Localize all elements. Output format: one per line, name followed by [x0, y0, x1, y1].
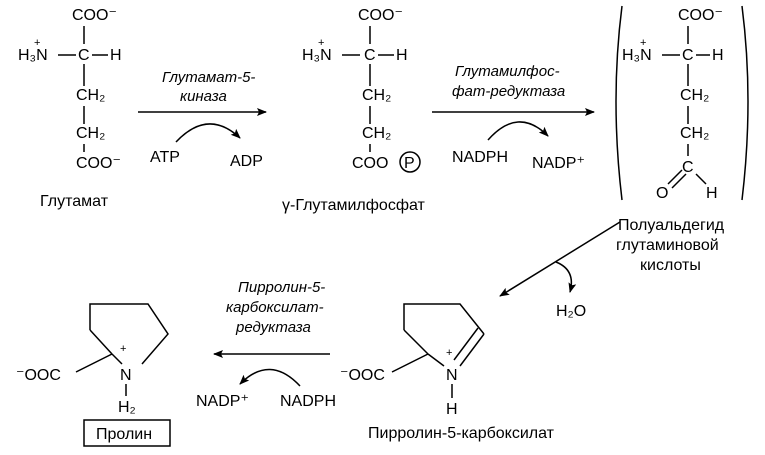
- atom-c: C: [364, 47, 376, 64]
- enzyme-label-line3: редуктаза: [235, 319, 311, 336]
- phosphate-circle: [399, 151, 421, 173]
- atom-occ-minus: ⁻OOC: [16, 367, 61, 384]
- cofactor-nadph: NADPH: [280, 393, 336, 410]
- glutamate-structure: COO⁻ + H₃N C H CH₂ CH₂ COO⁻ Глутамат: [18, 7, 122, 210]
- enzyme-label-line2: фат-редуктаза: [452, 83, 565, 100]
- cofactor-atp: ATP: [150, 149, 180, 166]
- glutamyl-phosphate-structure: COO⁻ + H₃N C H CH₂ CH₂ COO P γ-Глутамилф…: [282, 7, 426, 214]
- left-bracket: [615, 5, 623, 201]
- atom-ch2: CH₂: [76, 87, 105, 104]
- cofactor-nadph: NADPH: [452, 149, 508, 166]
- atom-h3n: H₃N: [18, 47, 48, 64]
- atom-c: C: [78, 47, 90, 64]
- atom-h3n: H₃N: [302, 47, 332, 64]
- cofactor-adp: ADP: [230, 153, 263, 170]
- atom-n: N: [120, 367, 132, 384]
- atom-plus-sign: +: [318, 37, 324, 49]
- atom-plus-sign: +: [446, 347, 452, 359]
- atom-ch2: CH₂: [76, 125, 105, 142]
- cofactor-arrow-2: [487, 121, 549, 141]
- atom-n: N: [446, 367, 458, 384]
- enzyme-label-line1: Глутамат-5-: [162, 69, 255, 86]
- cofactor-nadp: NADP⁺: [532, 155, 585, 172]
- label-semialdehyde-line2: глутаминовой: [616, 237, 719, 254]
- right-bracket: [741, 5, 749, 201]
- atom-phosphate: P: [404, 155, 415, 172]
- atom-coo-minus: COO⁻: [678, 7, 723, 24]
- atom-h: H: [712, 47, 724, 64]
- atom-ch2: CH₂: [362, 125, 391, 142]
- atom-ch2: CH₂: [362, 87, 391, 104]
- atom-coo-minus: COO⁻: [76, 155, 121, 172]
- atom-ch2: CH₂: [680, 87, 709, 104]
- atom-occ-minus: ⁻OOC: [340, 367, 385, 384]
- atom-plus-sign: +: [120, 343, 126, 355]
- semialdehyde-structure: COO⁻ + H₃N C H CH₂ CH₂ C O H Полуальдеги…: [615, 5, 749, 274]
- enzyme-label-line1: Глутамилфос-: [455, 63, 560, 80]
- atom-h2: H₂: [118, 399, 136, 416]
- atom-h: H: [396, 47, 408, 64]
- atom-coo-minus: COO⁻: [72, 7, 117, 24]
- enzyme-label-line2: киназа: [180, 88, 227, 105]
- atom-c: C: [682, 47, 694, 64]
- cofactor-arrow-1: [175, 123, 241, 143]
- atom-coo-minus: COO⁻: [358, 7, 403, 24]
- label-semialdehyde-line1: Полуальдегид: [618, 217, 725, 234]
- cofactor-nadp: NADP⁺: [196, 393, 249, 410]
- label-semialdehyde-line3: кислоты: [640, 257, 701, 274]
- proline-box: [83, 419, 171, 447]
- atom-c: C: [682, 159, 694, 176]
- atom-plus-sign: +: [640, 37, 646, 49]
- atom-h: H: [110, 47, 122, 64]
- cofactor-water: H₂O: [556, 303, 586, 320]
- pyrroline-5-carboxylate-structure: + N H ⁻OOC Пирролин-5-карбоксилат: [340, 303, 555, 442]
- atom-h: H: [446, 401, 458, 418]
- label-glutamyl-phosphate: γ-Глутамилфосфат: [282, 197, 426, 214]
- atom-o: O: [656, 185, 668, 202]
- label-p5c: Пирролин-5-карбоксилат: [368, 425, 555, 442]
- atom-plus-sign: +: [34, 37, 40, 49]
- cofactor-arrow-3: [239, 368, 301, 387]
- atom-h: H: [706, 185, 718, 202]
- atom-h3n: H₃N: [622, 47, 652, 64]
- atom-coo: COO: [352, 155, 388, 172]
- atom-ch2: CH₂: [680, 125, 709, 142]
- label-glutamate: Глутамат: [40, 193, 109, 210]
- proline-structure: + N H₂ ⁻OOC Пролин: [16, 303, 171, 447]
- cyclization-arrow: [499, 221, 621, 297]
- enzyme-label-line1: Пирролин-5-: [238, 279, 325, 296]
- enzyme-label-line2: карбоксилат-: [226, 299, 324, 316]
- label-proline: Пролин: [96, 426, 152, 443]
- water-release-arrow: [555, 261, 577, 293]
